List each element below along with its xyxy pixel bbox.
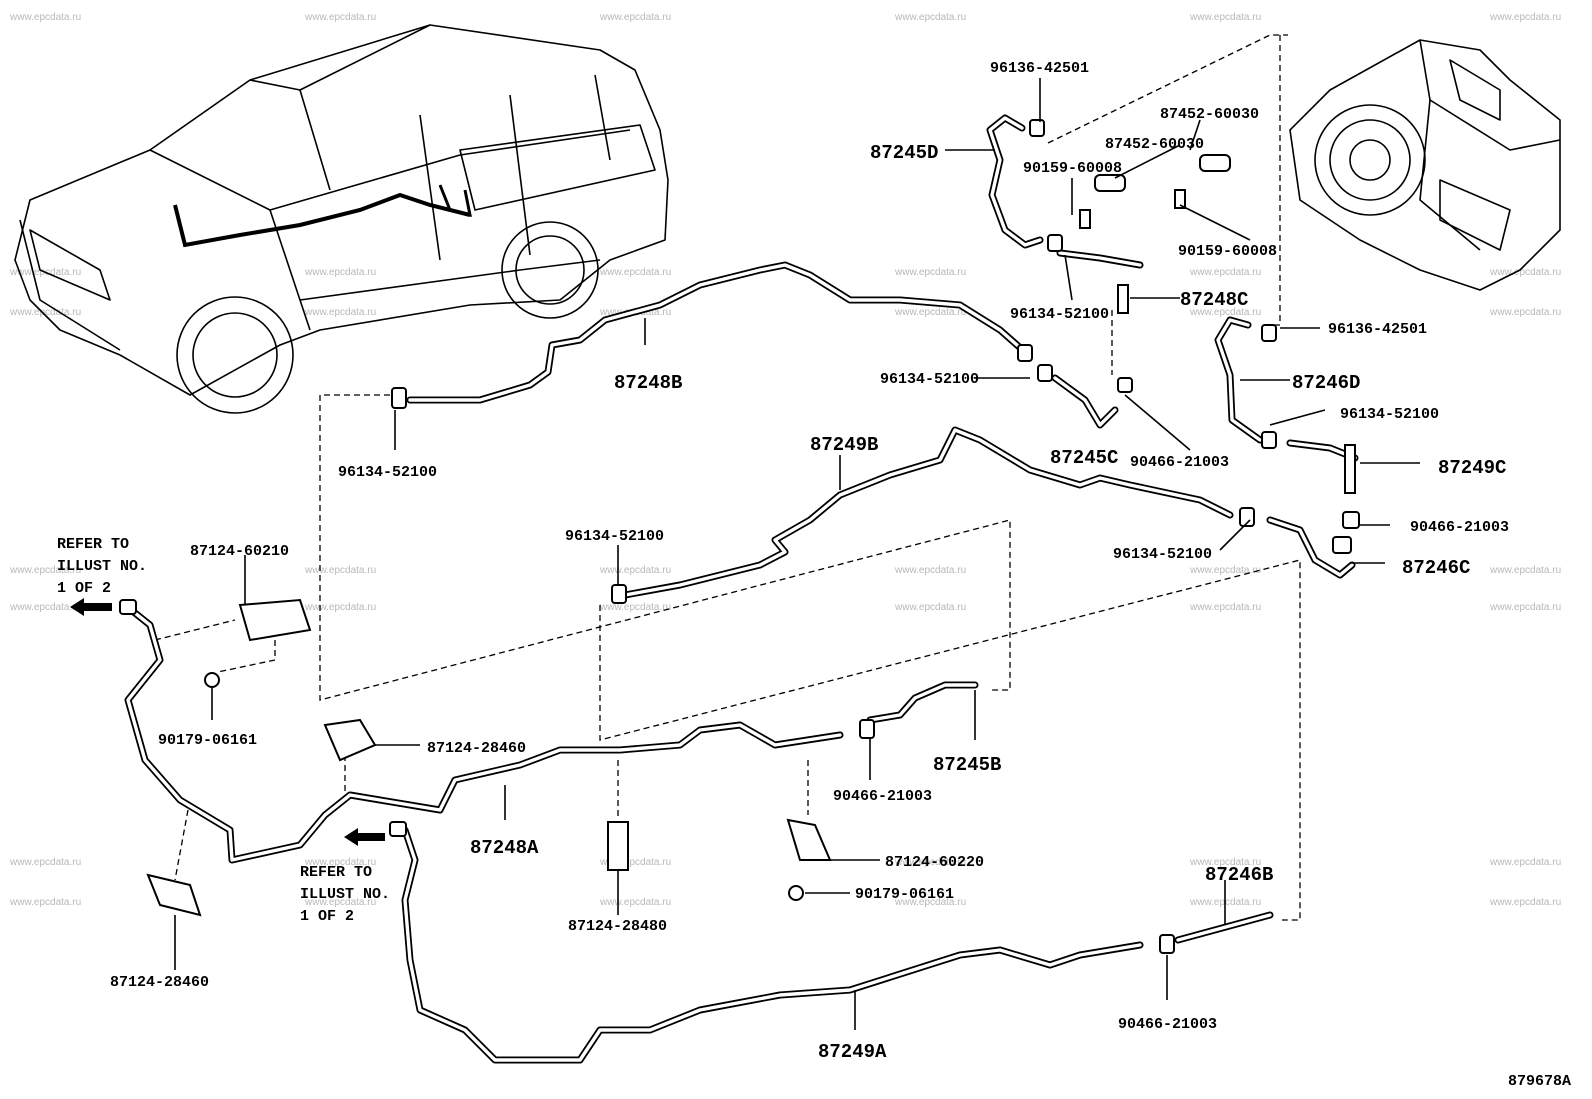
watermark-text: www.epcdata.ru [599,565,671,576]
watermark-text: www.epcdata.ru [304,602,376,613]
watermark-text: www.epcdata.ru [9,897,81,908]
watermark-text: www.epcdata.ru [894,565,966,576]
label-87124-60210: 87124-60210 [190,543,289,560]
watermark-text: www.epcdata.ru [1189,602,1261,613]
watermark-text: www.epcdata.ru [1489,307,1561,318]
label-87124-60220: 87124-60220 [885,854,984,871]
clamps [119,119,1360,954]
refer-note-1-line-1: REFER TO [57,536,129,553]
watermark-text: www.epcdata.ru [1489,602,1561,613]
label-96134-52100-mid: 96134-52100 [880,371,979,388]
watermark-text: www.epcdata.ru [894,897,966,908]
watermark-text: www.epcdata.ru [1189,12,1261,23]
label-87248B: 87248B [614,372,682,394]
refer-arrows [70,598,385,846]
label-96134-52100-rr: 96134-52100 [1113,546,1212,563]
refer-note-2: REFER TO ILLUST NO. 1 OF 2 [300,864,390,925]
watermark-text: www.epcdata.ru [894,857,966,868]
watermark-text: www.epcdata.ru [9,602,81,613]
label-90179-06161-right: 90179-06161 [855,886,954,903]
watermark-text: www.epcdata.ru [599,897,671,908]
label-87245C: 87245C [1050,447,1118,469]
label-96134-52100-c: 96134-52100 [1010,306,1109,323]
label-87246B: 87246B [1205,864,1273,886]
watermark-text: www.epcdata.ru [599,602,671,613]
watermark-text: www.epcdata.ru [304,12,376,23]
part-labels: 96136-42501 87245D 90159-60008 87452-600… [110,60,1509,1063]
watermark-text: www.epcdata.ru [1189,267,1261,278]
hose-87245D [986,114,1044,249]
label-87249B: 87249B [810,434,878,456]
label-87124-28460-b: 87124-28460 [110,974,209,991]
label-87452-60030-b: 87452-60030 [1105,136,1204,153]
label-90179-06161-left: 90179-06161 [158,732,257,749]
hoses [121,114,1359,1064]
vehicle-illustration [14,24,669,414]
label-90466-21003-top: 90466-21003 [1130,454,1229,471]
refer-note-1-line-2: ILLUST NO. [57,558,147,575]
watermark-text: www.epcdata.ru [599,857,671,868]
label-96136-42501-right: 96136-42501 [1328,321,1427,338]
label-96134-52100-r: 96134-52100 [1340,406,1439,423]
label-90466-21003-mid: 90466-21003 [833,788,932,805]
watermark-text: www.epcdata.ru [1489,267,1561,278]
label-90466-21003-r: 90466-21003 [1410,519,1509,536]
watermark-text: www.epcdata.ru [1489,897,1561,908]
leader-lines [174,78,1420,1030]
label-96136-42501-top: 96136-42501 [990,60,1089,77]
label-87249C: 87249C [1438,457,1506,479]
refer-note-2-line-1: REFER TO [300,864,372,881]
hose-87249A [401,826,1144,1064]
figure-id: 879678A [1508,1073,1571,1090]
label-90159-60008-left: 90159-60008 [1023,160,1122,177]
label-87248C: 87248C [1180,289,1248,311]
watermark-text: www.epcdata.ru [304,307,376,318]
hose-87245B [866,681,979,724]
label-87452-60030-a: 87452-60030 [1160,106,1259,123]
watermark-text: www.epcdata.ru [599,12,671,23]
reference-lines [154,34,1301,921]
watermark-text: www.epcdata.ru [9,307,81,318]
label-96134-52100-left: 96134-52100 [338,464,437,481]
watermark-text: www.epcdata.ru [1489,12,1561,23]
watermark-text: www.epcdata.ru [304,267,376,278]
watermark-text: www.epcdata.ru [894,307,966,318]
watermark-text: www.epcdata.ru [1189,857,1261,868]
watermark-layer: www.epcdata.ru www.epcdata.ru www.epcdata.… [9,12,1561,908]
watermark-text: www.epcdata.ru [894,12,966,23]
watermark-text: www.epcdata.ru [9,857,81,868]
watermark-text: www.epcdata.ru [304,857,376,868]
refer-note-1: REFER TO ILLUST NO. 1 OF 2 [57,536,147,597]
refer-note-2-line-3: 1 OF 2 [300,908,354,925]
label-87124-28480: 87124-28480 [568,918,667,935]
label-87248A: 87248A [470,837,539,859]
watermark-text: www.epcdata.ru [9,12,81,23]
watermark-text: www.epcdata.ru [1489,565,1561,576]
label-87124-28460-a: 87124-28460 [427,740,526,757]
watermark-text: www.epcdata.ru [1189,307,1261,318]
label-87246D: 87246D [1292,372,1360,394]
label-90159-60008-right: 90159-60008 [1178,243,1277,260]
watermark-text: www.epcdata.ru [894,602,966,613]
label-90466-21003-bot: 90466-21003 [1118,1016,1217,1033]
label-87245B: 87245B [933,754,1001,776]
watermark-text: www.epcdata.ru [304,565,376,576]
label-87249A: 87249A [818,1041,887,1063]
watermark-text: www.epcdata.ru [9,565,81,576]
refer-note-2-line-2: ILLUST NO. [300,886,390,903]
watermark-text: www.epcdata.ru [1189,565,1261,576]
refer-note-1-line-3: 1 OF 2 [57,580,111,597]
label-87245D: 87245D [870,142,938,164]
label-87246C: 87246C [1402,557,1470,579]
heater-unit [1289,39,1561,291]
watermark-text: www.epcdata.ru [894,267,966,278]
label-96134-52100-b: 96134-52100 [565,528,664,545]
watermark-text: www.epcdata.ru [599,267,671,278]
watermark-text: www.epcdata.ru [1489,857,1561,868]
watermark-text: www.epcdata.ru [304,897,376,908]
